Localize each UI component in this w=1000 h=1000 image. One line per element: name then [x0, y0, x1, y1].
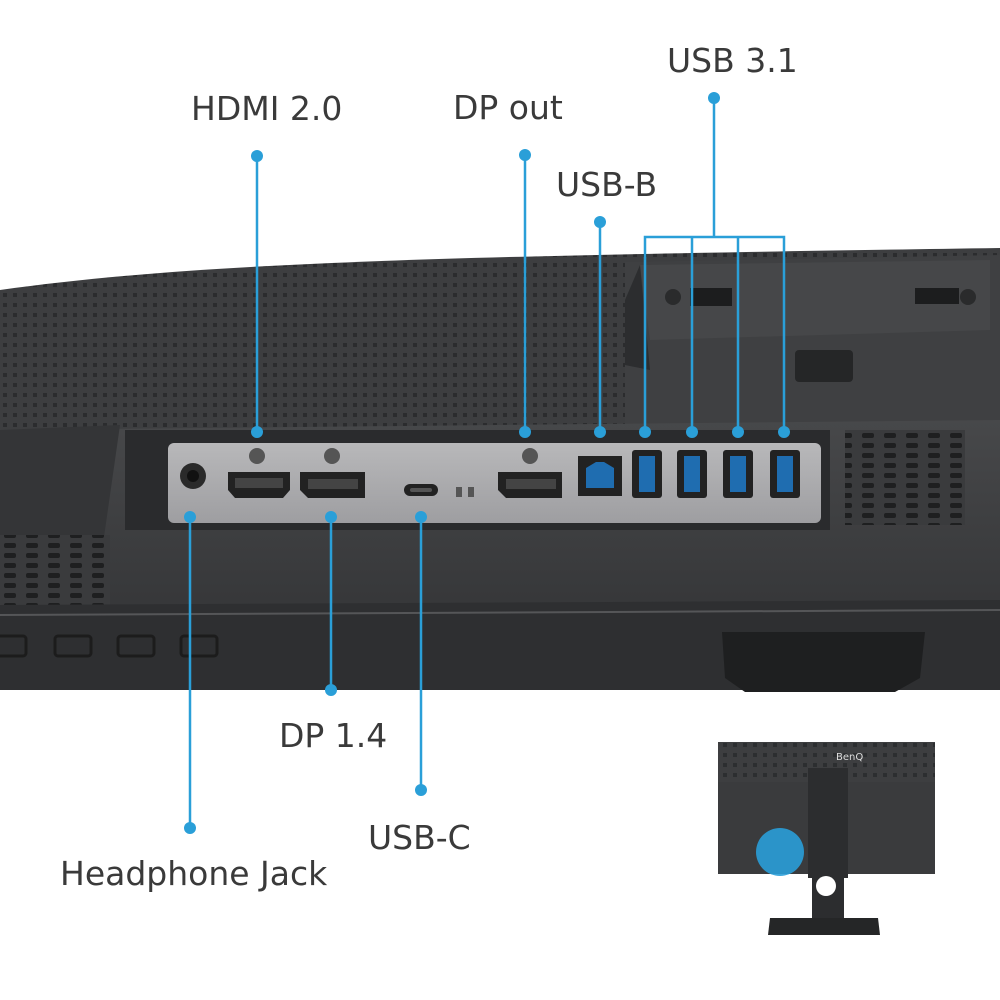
label-dp-out: DP out [453, 88, 563, 127]
label-usbb: USB-B [556, 165, 658, 204]
dp-out-port [498, 448, 562, 498]
hdmi-port [228, 448, 290, 498]
thumbnail-monitor [718, 742, 935, 935]
io-location-highlight [756, 828, 804, 876]
usb31-ports [632, 450, 800, 498]
callout-lines [188, 98, 786, 828]
osd-buttons [0, 634, 219, 658]
label-dp14: DP 1.4 [279, 716, 388, 755]
label-hdmi: HDMI 2.0 [191, 89, 343, 128]
thumbnail-brand: BenQ [836, 752, 863, 763]
dp14-port [300, 448, 365, 498]
usbb-port [578, 456, 622, 496]
usbc-port [404, 484, 438, 496]
stand-base [722, 632, 925, 692]
label-headphone-jack: Headphone Jack [60, 854, 328, 893]
label-usb31: USB 3.1 [667, 41, 798, 80]
callout-dots [184, 92, 790, 834]
label-usbc: USB-C [368, 818, 471, 857]
